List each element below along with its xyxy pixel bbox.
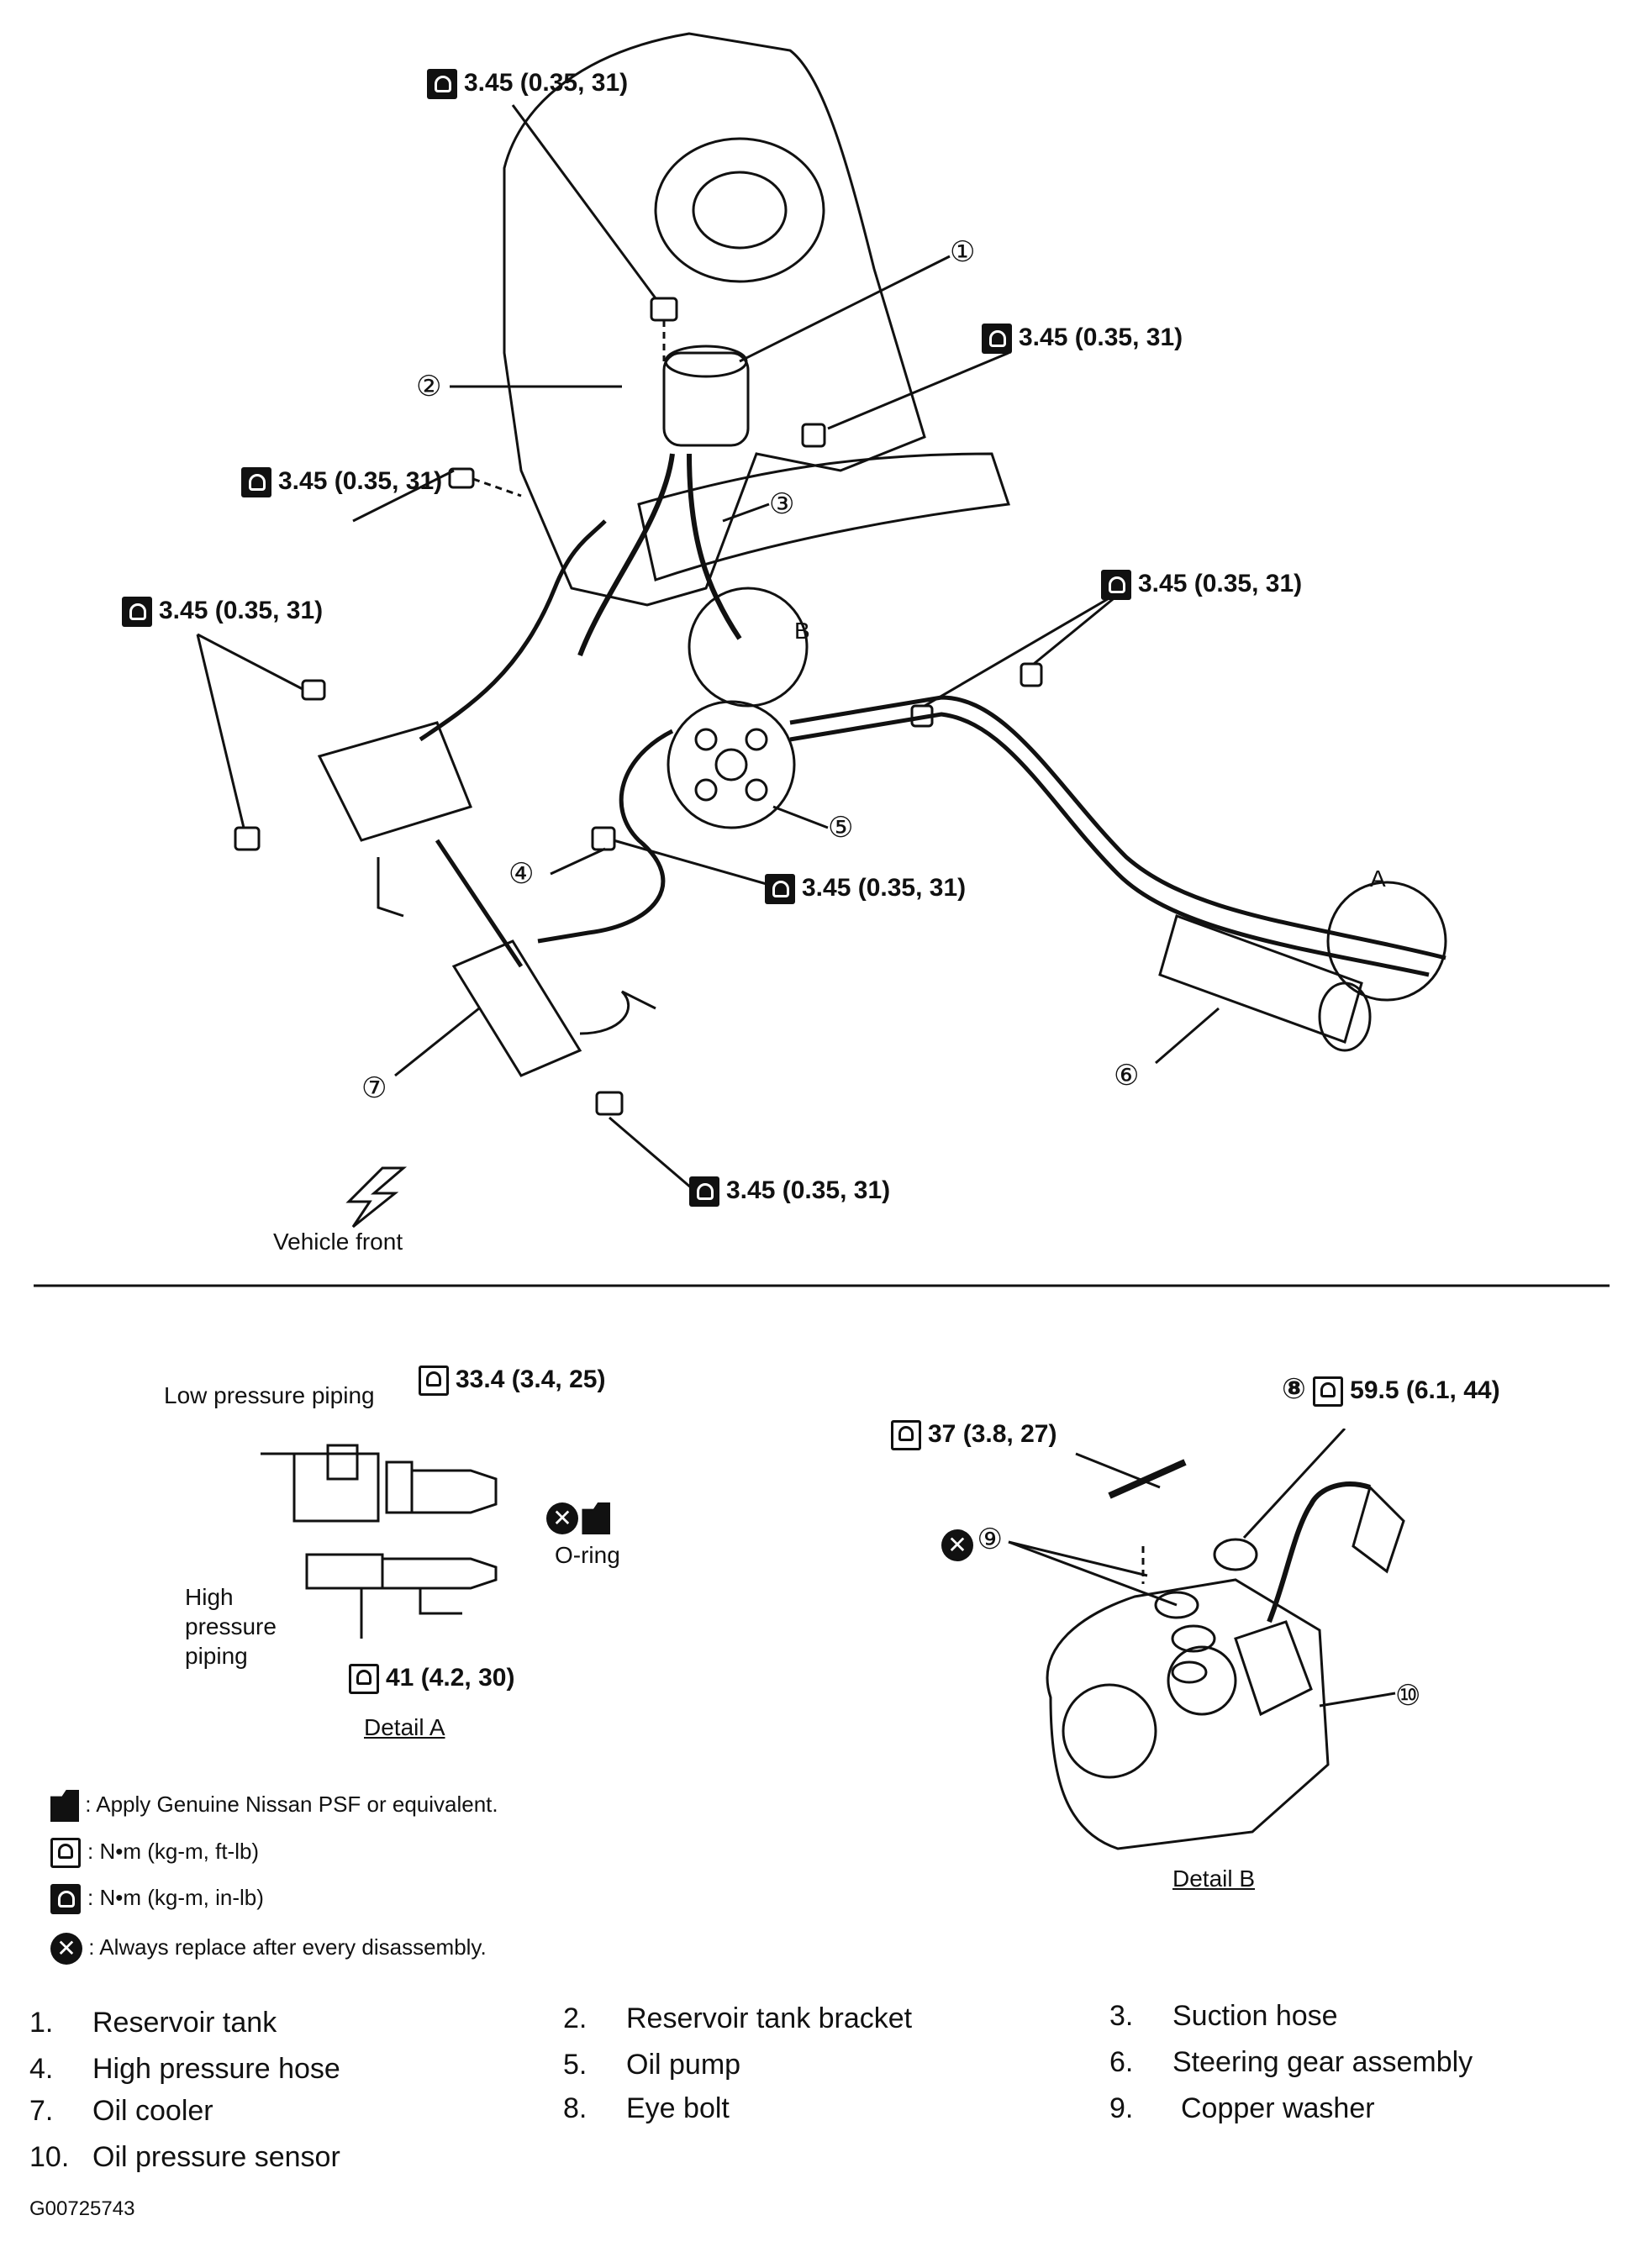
torque-ft-lb-icon xyxy=(349,1664,379,1695)
detail-a-title: Detail A xyxy=(364,1714,445,1740)
copper-washer-callout: ✕ ⑨ xyxy=(941,1523,1003,1561)
torque-detail-a-high: 41 (4.2, 30) xyxy=(349,1664,514,1695)
fluid-can-icon xyxy=(50,1790,79,1822)
replace-x-icon: ✕ xyxy=(546,1502,578,1534)
callout-6: ⑥ xyxy=(1114,1059,1140,1092)
torque-ft-lb-icon xyxy=(50,1838,81,1868)
fluid-can-icon xyxy=(582,1502,611,1534)
torque-label-3: 3.45 (0.35, 31) xyxy=(241,467,442,498)
steering-gear-shape xyxy=(1158,914,1363,1044)
part-9: 9.Copper washer xyxy=(1109,2092,1375,2124)
callout-1: ① xyxy=(950,235,976,269)
o-ring-label: O-ring xyxy=(555,1542,620,1568)
torque-ft-lb-icon xyxy=(891,1420,921,1451)
high-pressure-label-2: pressure xyxy=(185,1613,277,1639)
legend-apply-psf: : Apply Genuine Nissan PSF or equivalent… xyxy=(50,1790,498,1822)
torque-in-lb-icon xyxy=(427,69,457,100)
part-6: 6.Steering gear assembly xyxy=(1109,2046,1473,2078)
torque-in-lb-icon xyxy=(1101,570,1131,601)
o-ring-icons: ✕ xyxy=(546,1502,611,1534)
callout-4: ④ xyxy=(508,857,535,891)
part-10: 10.Oil pressure sensor xyxy=(29,2141,340,2173)
torque-label-1: 3.45 (0.35, 31) xyxy=(427,69,628,100)
torque-in-lb-icon xyxy=(982,324,1012,355)
high-pressure-label-1: High xyxy=(185,1584,234,1610)
torque-label-2: 3.45 (0.35, 31) xyxy=(982,324,1183,355)
torque-eye-bolt-label: ⑧ 59.5 (6.1, 44) xyxy=(1282,1372,1500,1408)
engine-cover-outline xyxy=(503,32,926,607)
part-3: 3.Suction hose xyxy=(1109,2000,1338,2032)
callout-7: ⑦ xyxy=(361,1071,387,1105)
torque-label-7: 3.45 (0.35, 31) xyxy=(689,1176,890,1208)
reservoir-tank-shape xyxy=(662,351,750,447)
legend-replace: ✕ : Always replace after every disassemb… xyxy=(50,1933,487,1965)
torque-ft-lb-icon xyxy=(1313,1376,1344,1408)
oil-pump-shape xyxy=(667,700,796,829)
callout-8: ⑧ xyxy=(1282,1372,1306,1406)
part-7: 7.Oil cooler xyxy=(29,2095,213,2127)
vehicle-front-label: Vehicle front xyxy=(273,1229,403,1255)
torque-detail-a-low: 33.4 (3.4, 25) xyxy=(419,1366,605,1397)
torque-bolt-label: 37 (3.8, 27) xyxy=(891,1420,1056,1451)
torque-label-5: 3.45 (0.35, 31) xyxy=(1101,570,1302,601)
part-1: 1.Reservoir tank xyxy=(29,2007,277,2039)
torque-ft-lb-icon xyxy=(419,1366,449,1397)
torque-in-lb-icon xyxy=(689,1176,719,1208)
detail-b-drawing xyxy=(1008,1429,1405,1850)
torque-in-lb-icon xyxy=(50,1884,81,1914)
replace-x-icon: ✕ xyxy=(941,1529,973,1561)
part-5: 5.Oil pump xyxy=(563,2049,741,2081)
callout-3: ③ xyxy=(769,487,795,521)
callout-5: ⑤ xyxy=(828,811,854,845)
part-2: 2.Reservoir tank bracket xyxy=(563,2002,913,2034)
callout-2: ② xyxy=(416,370,442,403)
detail-b-title: Detail B xyxy=(1172,1865,1256,1892)
replace-x-icon: ✕ xyxy=(50,1933,82,1965)
low-pressure-piping-label: Low pressure piping xyxy=(164,1382,375,1408)
high-pressure-label-3: piping xyxy=(185,1643,248,1669)
torque-in-lb-icon xyxy=(122,597,152,628)
part-8: 8.Eye bolt xyxy=(563,2092,730,2124)
torque-in-lb-icon xyxy=(241,467,271,498)
torque-label-6: 3.45 (0.35, 31) xyxy=(765,874,966,905)
assembly-drawing xyxy=(34,32,1610,1287)
detail-letter-b: B xyxy=(794,618,810,644)
callout-9: ⑨ xyxy=(977,1523,1003,1556)
vehicle-front-arrow xyxy=(345,1166,408,1229)
filler-opening xyxy=(654,137,825,283)
oil-cooler-shape xyxy=(451,939,582,1077)
detail-a-drawing xyxy=(261,1444,498,1639)
callout-10: ⑩ xyxy=(1395,1679,1421,1713)
torque-label-4: 3.45 (0.35, 31) xyxy=(122,597,323,628)
legend-nm-inlb: : N•m (kg-m, in-lb) xyxy=(50,1884,264,1914)
detail-letter-a: A xyxy=(1370,866,1386,892)
part-4: 4.High pressure hose xyxy=(29,2053,340,2085)
figure-code: G00725743 xyxy=(29,2197,135,2220)
torque-in-lb-icon xyxy=(765,874,795,905)
legend-nm-ftlb: : N•m (kg-m, ft-lb) xyxy=(50,1838,259,1868)
